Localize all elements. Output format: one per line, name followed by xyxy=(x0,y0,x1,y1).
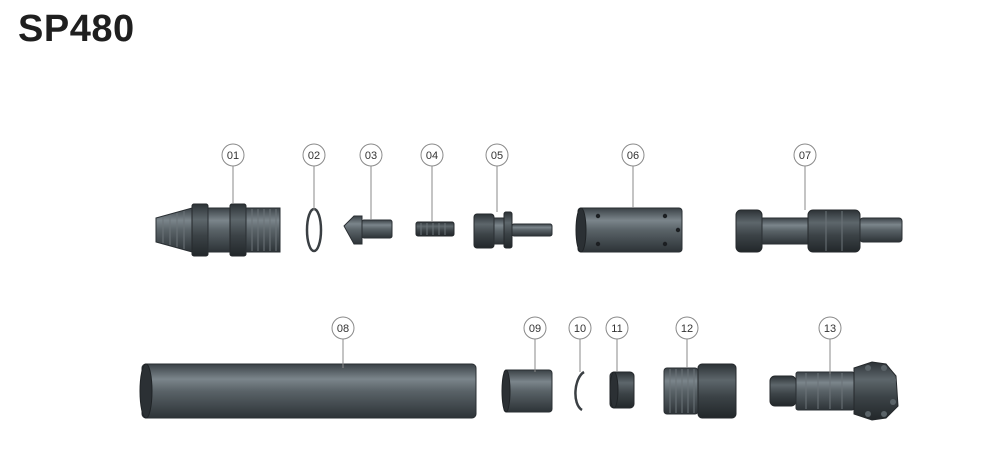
callout-label-04: 04 xyxy=(426,150,438,162)
callout-label-11: 11 xyxy=(611,323,622,335)
callout-circle-06 xyxy=(621,143,645,167)
callout-label-10: 10 xyxy=(574,323,586,335)
callout-08: 08 xyxy=(331,316,355,368)
callout-circle-11 xyxy=(605,316,629,340)
callout-circle-12 xyxy=(675,316,699,340)
part-08-outer-casing xyxy=(139,363,477,419)
callout-label-07: 07 xyxy=(799,150,811,162)
part-07-piston xyxy=(735,209,903,253)
part-09-guide-sleeve xyxy=(501,369,553,413)
part-04-spring xyxy=(415,221,455,237)
callout-label-01: 01 xyxy=(227,150,239,162)
callout-circle-08 xyxy=(331,316,355,340)
callout-10: 10 xyxy=(568,316,592,372)
part-05-air-distributor xyxy=(473,211,553,249)
callout-circle-01 xyxy=(221,143,245,167)
page-title: SP480 xyxy=(18,8,135,50)
part-10-circlip xyxy=(574,370,585,412)
callout-circle-04 xyxy=(420,143,444,167)
callout-13: 13 xyxy=(818,316,842,374)
callout-05: 05 xyxy=(485,143,509,212)
part-12-driver-sub xyxy=(663,363,737,419)
callout-label-09: 09 xyxy=(529,323,541,335)
callout-circle-09 xyxy=(523,316,547,340)
part-11-bit-retaining-ring xyxy=(609,371,635,409)
callout-label-03: 03 xyxy=(365,150,377,162)
callout-circle-10 xyxy=(568,316,592,340)
callout-04: 04 xyxy=(420,143,444,222)
callout-01: 01 xyxy=(221,143,245,204)
callout-label-12: 12 xyxy=(681,323,693,335)
callout-circle-03 xyxy=(359,143,383,167)
callout-03: 03 xyxy=(359,143,383,220)
part-02-o-ring xyxy=(305,207,323,253)
callout-label-08: 08 xyxy=(337,323,349,335)
callout-label-05: 05 xyxy=(491,150,503,162)
callout-09: 09 xyxy=(523,316,547,372)
callout-label-06: 06 xyxy=(627,150,639,162)
callout-label-02: 02 xyxy=(308,150,320,162)
callout-11: 11 xyxy=(605,316,629,372)
callout-circle-05 xyxy=(485,143,509,167)
callout-06: 06 xyxy=(621,143,645,208)
callout-label-13: 13 xyxy=(824,323,836,335)
callout-02: 02 xyxy=(302,143,326,210)
callout-07: 07 xyxy=(793,143,817,210)
callout-12: 12 xyxy=(675,316,699,368)
part-03-check-valve xyxy=(343,215,393,245)
part-06-inner-cylinder xyxy=(575,207,683,253)
callout-circle-07 xyxy=(793,143,817,167)
callout-circle-02 xyxy=(302,143,326,167)
part-01-top-sub xyxy=(155,203,281,257)
callout-circle-13 xyxy=(818,316,842,340)
part-13-drill-bit xyxy=(769,361,899,421)
